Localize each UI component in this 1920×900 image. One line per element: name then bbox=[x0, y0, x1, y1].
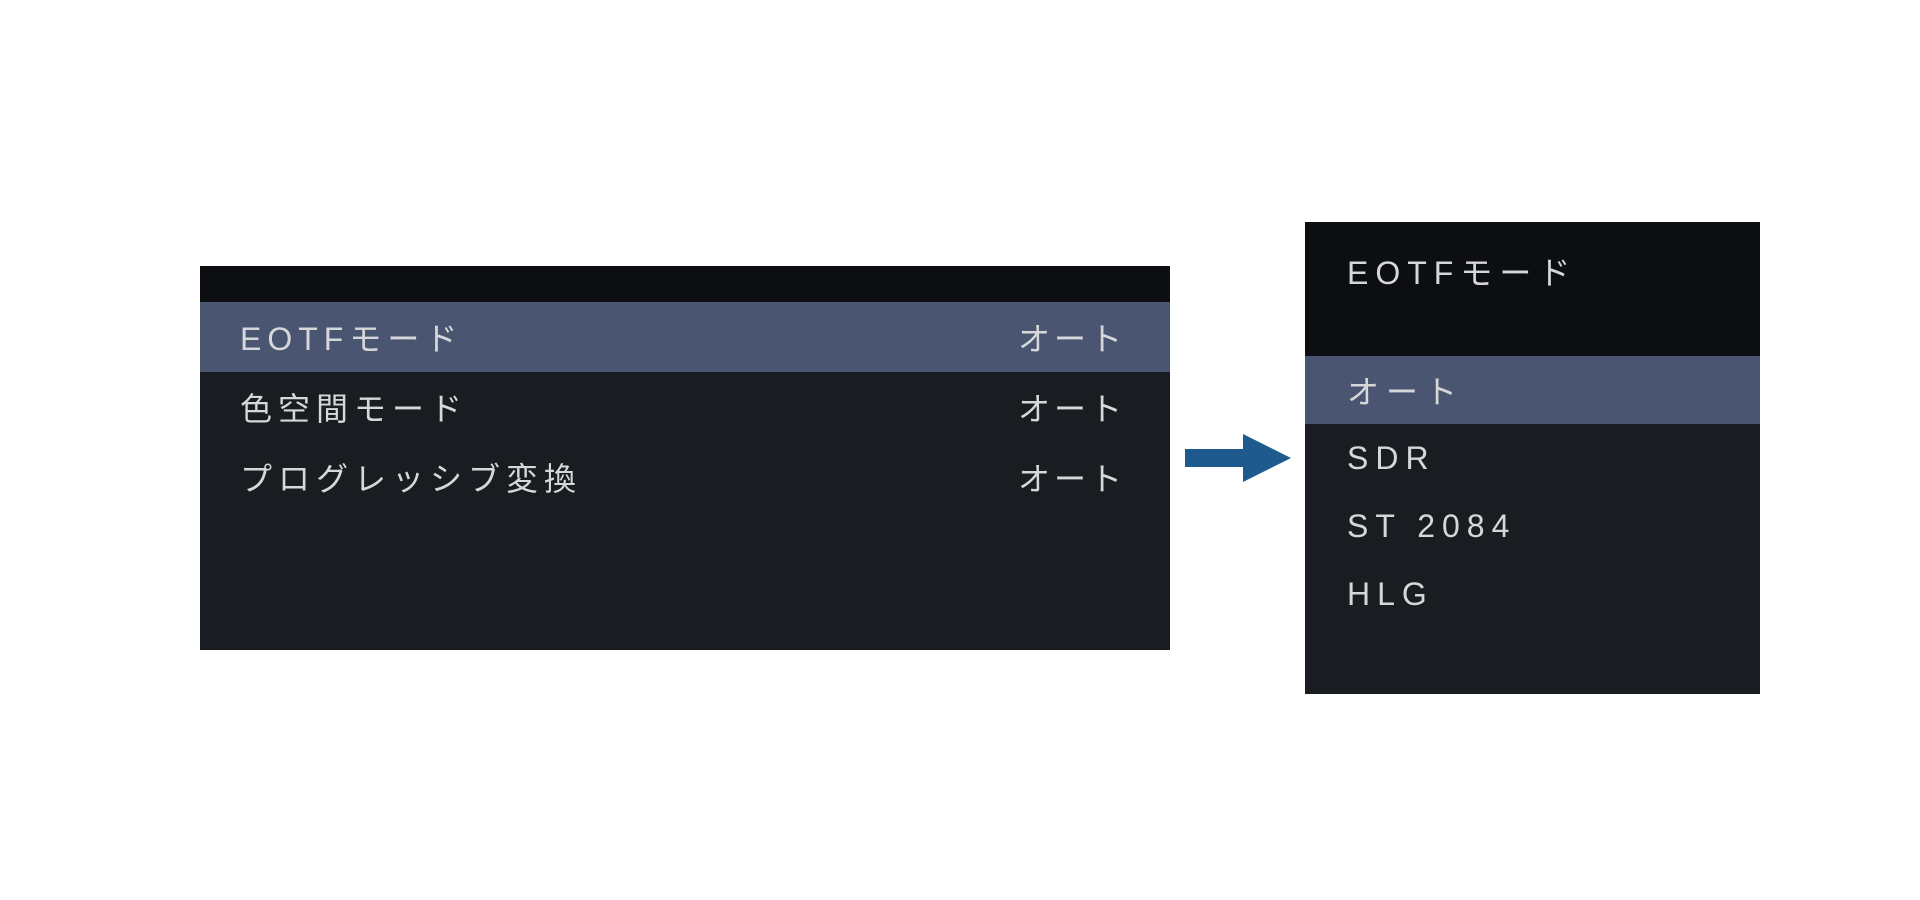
dropdown-option-label: オート bbox=[1347, 374, 1465, 410]
dropdown-option-label: SDR bbox=[1347, 439, 1436, 476]
dropdown-option-hlg[interactable]: HLG bbox=[1305, 560, 1760, 628]
menu-row-eotf-mode[interactable]: EOTFモード オート bbox=[200, 302, 1170, 372]
menu-row-value: オート bbox=[1017, 391, 1126, 427]
settings-panel: EOTFモード オート 色空間モード オート プログレッシブ変換 オート bbox=[200, 266, 1170, 650]
right-arrow-icon bbox=[1185, 428, 1291, 488]
dropdown-option-st2084[interactable]: ST 2084 bbox=[1305, 492, 1760, 560]
dropdown-option-label: ST 2084 bbox=[1347, 507, 1517, 544]
menu-row-label: プログレッシブ変換 bbox=[240, 461, 583, 497]
dropdown-option-sdr[interactable]: SDR bbox=[1305, 424, 1760, 492]
menu-row-value: オート bbox=[1017, 321, 1126, 357]
settings-panel-header-strip bbox=[200, 266, 1170, 302]
dropdown-title: EOTFモード bbox=[1305, 222, 1760, 356]
menu-row-label: EOTFモード bbox=[240, 321, 464, 357]
dropdown-option-auto[interactable]: オート bbox=[1305, 356, 1760, 424]
menu-row-label: 色空間モード bbox=[240, 391, 469, 427]
menu-row-progressive-conversion[interactable]: プログレッシブ変換 オート bbox=[200, 442, 1170, 512]
menu-row-color-space-mode[interactable]: 色空間モード オート bbox=[200, 372, 1170, 442]
dropdown-option-label: HLG bbox=[1347, 575, 1434, 612]
menu-row-value: オート bbox=[1017, 461, 1126, 497]
dropdown-panel: EOTFモード オート SDR ST 2084 HLG bbox=[1305, 222, 1760, 694]
